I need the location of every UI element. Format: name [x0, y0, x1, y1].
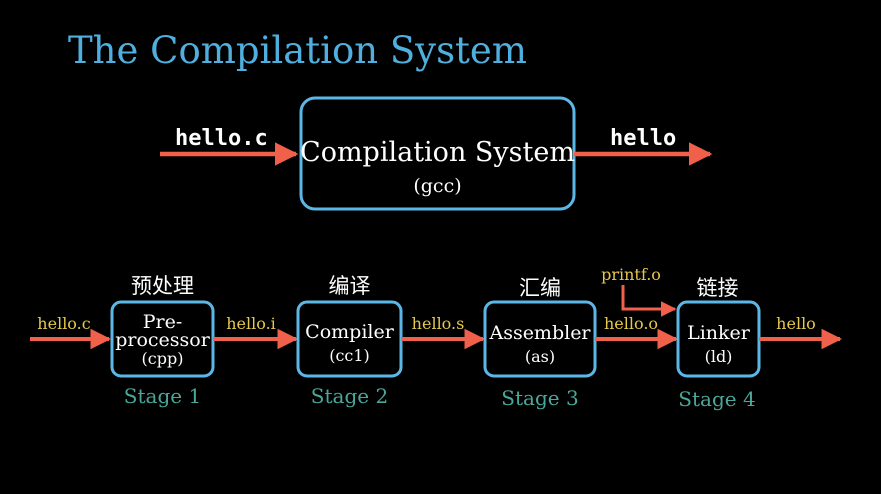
stage-1-label: Stage 1 — [124, 384, 201, 408]
stage-3-tool: (as) — [525, 347, 555, 366]
stage-3-label: Stage 3 — [501, 386, 578, 410]
stage-1-tool: (cpp) — [142, 349, 184, 368]
overview-output-label: hello — [610, 126, 676, 151]
stage-2-header: 编译 — [329, 274, 371, 298]
stage-3-output-label: hello.o — [604, 314, 658, 333]
stage-4-header: 链接 — [697, 276, 739, 300]
stage-2: 编译 Compiler (cc1) Stage 2 — [296, 274, 403, 408]
overview-diagram: hello.c Compilation System (gcc) hello — [160, 96, 713, 211]
compilation-system-title: Compilation System — [300, 137, 575, 168]
overview-input-label: hello.c — [175, 126, 268, 151]
page-title: The Compilation System — [68, 29, 527, 72]
stage-3: 汇编 Assembler (as) Stage 3 — [483, 276, 597, 410]
pipeline-diagram: hello.c 预处理 Pre- processor (cpp) Stage 1… — [30, 265, 843, 411]
pipeline-output-label: hello — [776, 314, 816, 333]
stage-2-name: Compiler — [305, 321, 395, 343]
pipeline-input-label: hello.c — [37, 314, 90, 333]
stage-3-name: Assembler — [488, 322, 591, 344]
stage-1-name-line1: Pre- — [143, 311, 183, 333]
stage-2-label: Stage 2 — [311, 384, 388, 408]
stage-1: 预处理 Pre- processor (cpp) Stage 1 — [110, 274, 215, 408]
stage-2-output-label: hello.s — [412, 314, 465, 333]
compilation-system-subtitle: (gcc) — [413, 175, 461, 197]
stage-4-name: Linker — [687, 322, 751, 344]
extra-input-arrow — [621, 285, 677, 317]
extra-input-label: printf.o — [601, 265, 661, 284]
stage-4: 链接 Linker (ld) Stage 4 — [676, 276, 761, 411]
stage-3-header: 汇编 — [519, 276, 561, 300]
stage-4-label: Stage 4 — [678, 387, 755, 411]
stage-4-tool: (ld) — [705, 347, 733, 366]
stage-1-output-label: hello.i — [226, 314, 276, 333]
stage-1-name-line2: processor — [115, 329, 211, 351]
stage-2-tool: (cc1) — [329, 346, 370, 365]
stage-1-header: 预处理 — [131, 274, 194, 298]
